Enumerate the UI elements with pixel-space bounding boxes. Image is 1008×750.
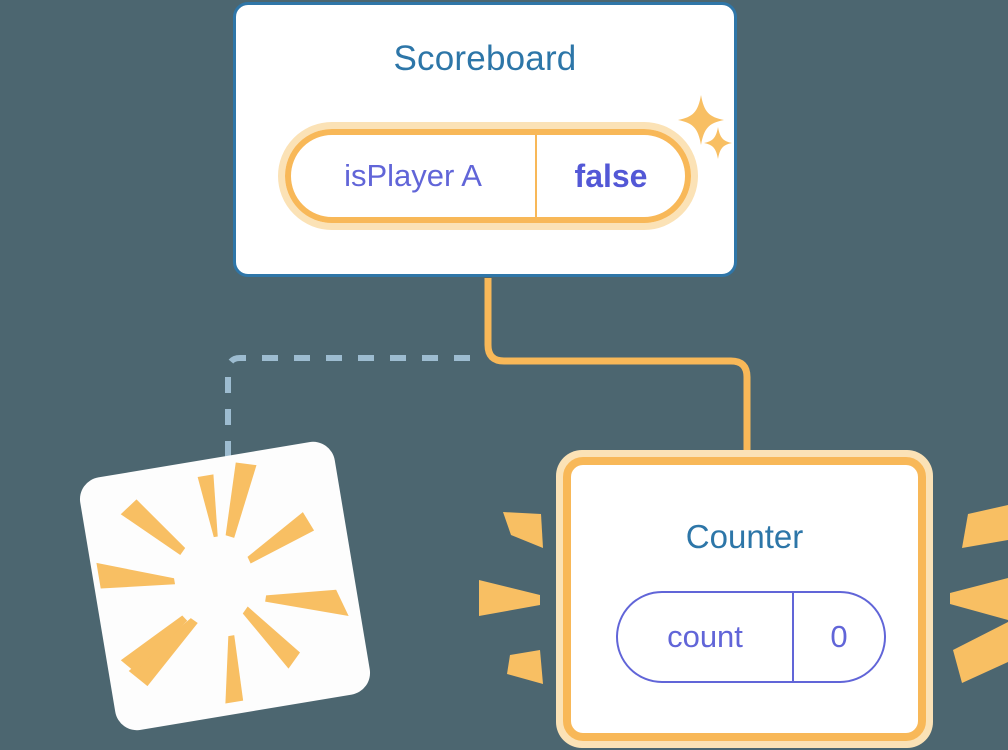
- counter-state-value: 0: [830, 619, 848, 654]
- ray-nw: [120, 499, 186, 555]
- counter-ray-right-top: [962, 505, 1008, 548]
- ray-s: [225, 635, 244, 704]
- counter-ray-right-bottom: [953, 622, 1008, 683]
- scoreboard-card-title: Scoreboard: [393, 39, 577, 78]
- scoreboard-card[interactable]: Scoreboard isPlayer A false: [233, 2, 737, 277]
- ray-nne: [225, 462, 257, 538]
- ray-sw: [128, 618, 198, 687]
- scoreboard-state-pill[interactable]: isPlayer A false: [278, 122, 698, 230]
- ray-e: [265, 589, 349, 617]
- ray-w: [96, 562, 176, 589]
- counter-ray-left-middle: [479, 580, 540, 616]
- ray-n: [197, 474, 218, 538]
- scoreboard-pill-highlight-halo: [278, 122, 698, 230]
- scoreboard-state-value: false: [574, 157, 648, 194]
- ray-sse: [242, 606, 301, 669]
- counter-state-key: count: [667, 619, 743, 654]
- counter-ray-left-bottom: [507, 650, 543, 684]
- connector-scoreboard-to-burst-card: [225, 355, 470, 468]
- counter-ray-left-top: [503, 512, 543, 548]
- ray-sw2: [120, 615, 188, 673]
- ray-ne: [247, 512, 315, 564]
- counter-card[interactable]: Counter count 0: [556, 450, 933, 748]
- counter-pill-divider: [792, 593, 794, 681]
- scoreboard-state-key: isPlayer A: [344, 158, 482, 193]
- counter-ray-right-middle: [950, 578, 1008, 620]
- scoreboard-pill-body: isPlayer A false: [285, 129, 691, 223]
- scoreboard-pill-divider: [535, 129, 537, 223]
- counter-card-body: Counter count 0: [563, 457, 926, 741]
- counter-card-title: Counter: [685, 518, 804, 555]
- connector-scoreboard-to-counter: [484, 278, 751, 456]
- counter-state-pill[interactable]: count 0: [616, 591, 886, 683]
- burst-card-rays: [96, 462, 349, 704]
